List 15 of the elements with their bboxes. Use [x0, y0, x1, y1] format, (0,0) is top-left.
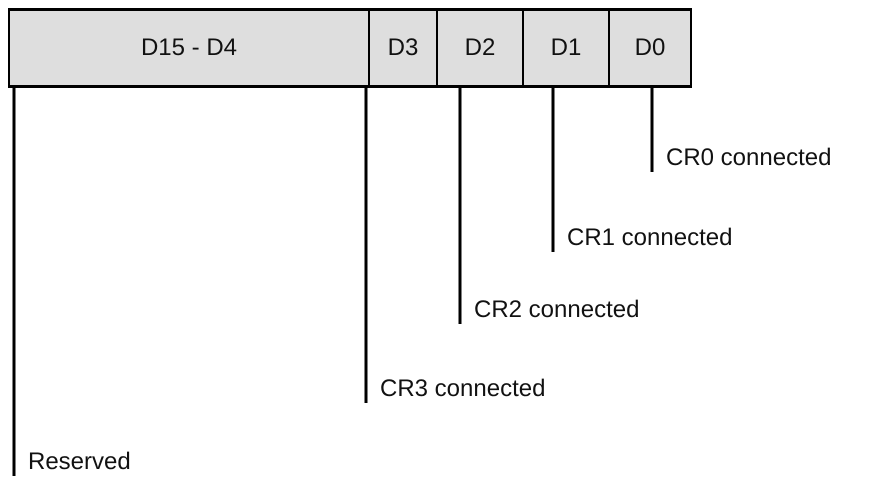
leader-line	[458, 88, 462, 324]
leader-line	[364, 88, 368, 403]
bit-description: CR1 connected	[553, 224, 732, 252]
bit-field-cell: D3	[368, 8, 438, 88]
bit-description: CR2 connected	[460, 296, 640, 324]
leader-line	[12, 88, 16, 476]
leader-line	[552, 88, 554, 252]
bit-description: CR3 connected	[366, 375, 546, 403]
bit-description: CR0 connected	[652, 144, 832, 172]
bit-field-cell: D0	[608, 8, 692, 88]
bit-description: Reserved	[14, 448, 131, 476]
bit-field-cell: D2	[436, 8, 524, 88]
leader-line	[650, 88, 654, 172]
bit-field-cell: D1	[522, 8, 610, 88]
bit-field-cell: D15 - D4	[8, 8, 370, 88]
